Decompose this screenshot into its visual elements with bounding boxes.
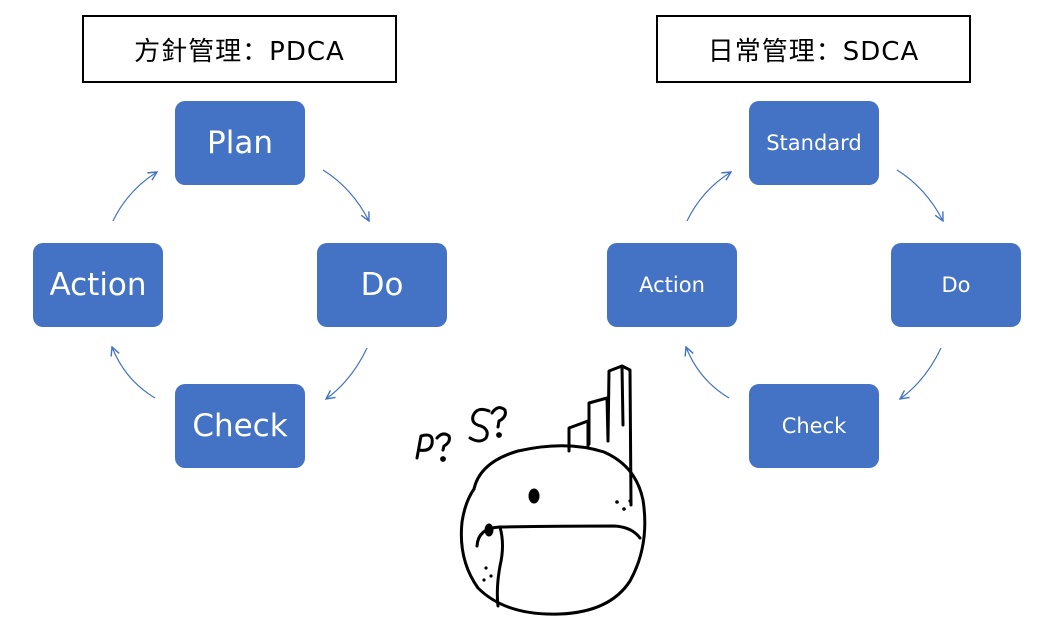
handwritten-question-caption [415, 406, 507, 462]
pdca-arrow-action-to-plan [112, 172, 157, 222]
sdca-node-standard: Standard [749, 101, 879, 185]
sdca-arrow-do-to-check [900, 347, 942, 399]
sdca-title: 日常管理：SDCA [656, 15, 971, 83]
sdca-arrow-standard-to-do [896, 169, 943, 221]
sdca-node-action: Action [607, 243, 737, 327]
pdca-node-action: Action [33, 243, 163, 327]
pdca-node-plan: Plan [175, 101, 305, 185]
pdca-arrow-do-to-check [326, 347, 368, 399]
pdca-node-check: Check [175, 384, 305, 468]
sdca-node-check: Check [749, 384, 879, 468]
sdca-arrow-check-to-action [686, 347, 730, 399]
pdca-arrow-check-to-action [112, 347, 156, 399]
pdca-title: 方針管理：PDCA [82, 15, 397, 83]
pdca-node-do: Do [317, 243, 447, 327]
sdca-node-do: Do [891, 243, 1021, 327]
pdca-arrow-plan-to-do [322, 169, 369, 221]
sdca-arrow-action-to-standard [686, 172, 731, 222]
